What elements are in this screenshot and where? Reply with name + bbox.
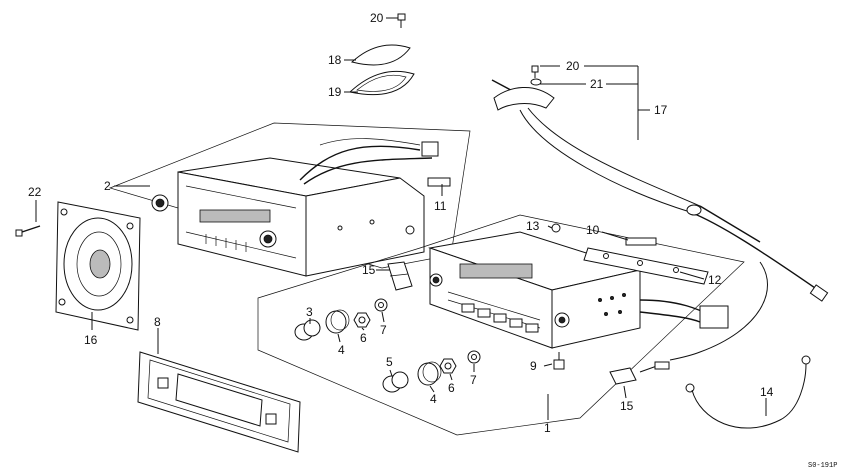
fuse-10 xyxy=(625,237,657,246)
clip-15-lower xyxy=(609,367,637,385)
callout-12: 12 xyxy=(708,273,722,287)
callout-20-antenna: 20 xyxy=(566,59,580,73)
wire-harness xyxy=(299,138,439,185)
screw-9 xyxy=(553,352,565,370)
callout-16: 16 xyxy=(84,333,98,347)
knob-3 xyxy=(294,319,321,341)
knob-5 xyxy=(382,371,409,393)
callout-7-upper: 7 xyxy=(380,323,387,337)
callout-6-upper: 6 xyxy=(360,331,367,345)
callout-10: 10 xyxy=(586,223,600,237)
leader-lines xyxy=(35,17,767,420)
screw-13 xyxy=(551,223,561,233)
gasket-19 xyxy=(348,70,415,96)
fuse-11 xyxy=(427,177,451,187)
callout-5: 5 xyxy=(386,355,393,369)
callout-15-upper: 15 xyxy=(362,263,376,277)
callout-4-upper: 4 xyxy=(338,343,345,357)
enclosure-lower xyxy=(257,214,745,436)
washer-7-lower xyxy=(467,350,481,364)
callout-9: 9 xyxy=(530,359,537,373)
lens-cover-18 xyxy=(350,44,411,66)
ground-cable-14 xyxy=(685,355,811,429)
callout-17: 17 xyxy=(654,103,668,117)
callout-3: 3 xyxy=(306,305,313,319)
callout-2: 2 xyxy=(104,179,111,193)
callout-7-lower: 7 xyxy=(470,373,477,387)
screw-22 xyxy=(15,225,41,237)
callout-1: 1 xyxy=(544,421,551,435)
callout-4-lower: 4 xyxy=(430,392,437,406)
callout-22: 22 xyxy=(28,185,42,199)
callout-11: 11 xyxy=(434,199,447,213)
knob-4-upper xyxy=(325,309,350,334)
clip-15-upper xyxy=(387,261,413,291)
nut-6-upper xyxy=(353,312,371,328)
callout-21: 21 xyxy=(590,77,604,91)
callout-20-top: 20 xyxy=(370,11,384,25)
callout-18: 18 xyxy=(328,53,342,67)
callout-15-lower: 15 xyxy=(620,399,634,413)
nut-6-lower xyxy=(439,358,457,374)
washer-7-upper xyxy=(374,298,388,312)
callout-8: 8 xyxy=(154,315,161,329)
diagram-code: S0-191P xyxy=(808,462,837,470)
callout-labels: 1 2 3 4 4 5 6 6 7 7 8 9 10 11 12 13 14 1… xyxy=(28,11,837,470)
bolt-20-antenna xyxy=(531,65,539,78)
callout-19: 19 xyxy=(328,85,342,99)
washer-21 xyxy=(530,78,542,86)
knob-4-lower xyxy=(417,361,442,386)
speaker-16 xyxy=(55,201,141,331)
bolt-20-top xyxy=(397,13,406,28)
callout-14: 14 xyxy=(760,385,774,399)
callout-6-lower: 6 xyxy=(448,381,455,395)
radio-unit-1 xyxy=(428,231,729,349)
radio-unit-2 xyxy=(151,138,451,277)
callout-13: 13 xyxy=(526,219,540,233)
antenna-17 xyxy=(491,79,829,373)
bezel-plate-8 xyxy=(137,351,301,453)
bracket-12 xyxy=(583,247,709,285)
